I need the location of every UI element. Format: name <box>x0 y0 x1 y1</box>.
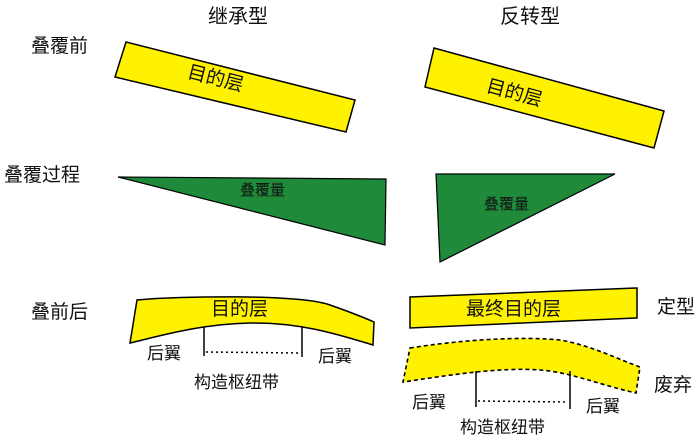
final-target-layer-bar <box>409 287 638 329</box>
abandoned-layer-reversed <box>401 337 641 394</box>
hinge-zone-label-inherited: 构造枢纽带 <box>194 373 279 393</box>
row-label-process: 叠覆过程 <box>4 164 81 186</box>
finalized-label: 定型 <box>657 296 696 318</box>
overlap-amount-label-inherited: 叠覆量 <box>240 181 286 199</box>
header-reversed: 反转型 <box>500 4 560 28</box>
target-layer-bar-inherited <box>114 41 356 133</box>
hinge-dotted-reversed <box>477 400 569 403</box>
back-wing-left-inherited: 后翼 <box>147 344 181 364</box>
back-wing-right-inherited: 后翼 <box>318 347 352 367</box>
header-inherited: 继承型 <box>208 4 268 28</box>
hinge-dotted-inherited <box>205 351 301 354</box>
hinge-zone-label-reversed: 构造枢纽带 <box>460 418 545 438</box>
back-wing-right-reversed: 后翼 <box>586 397 620 417</box>
final-target-layer-label: 最终目的层 <box>466 298 562 320</box>
row-label-after: 叠前后 <box>31 301 89 323</box>
curved-layer-label: 目的层 <box>211 298 269 320</box>
abandoned-label: 废弃 <box>654 374 693 396</box>
back-wing-left-reversed: 后翼 <box>412 393 446 413</box>
overlap-amount-label-reversed: 叠覆量 <box>484 195 530 213</box>
target-layer-bar-reversed <box>424 47 665 149</box>
overlap-wedge-reversed <box>435 173 616 263</box>
curved-target-layer-inherited <box>129 296 375 346</box>
overlap-wedge-inherited <box>117 176 387 246</box>
row-label-before: 叠覆前 <box>31 35 89 57</box>
